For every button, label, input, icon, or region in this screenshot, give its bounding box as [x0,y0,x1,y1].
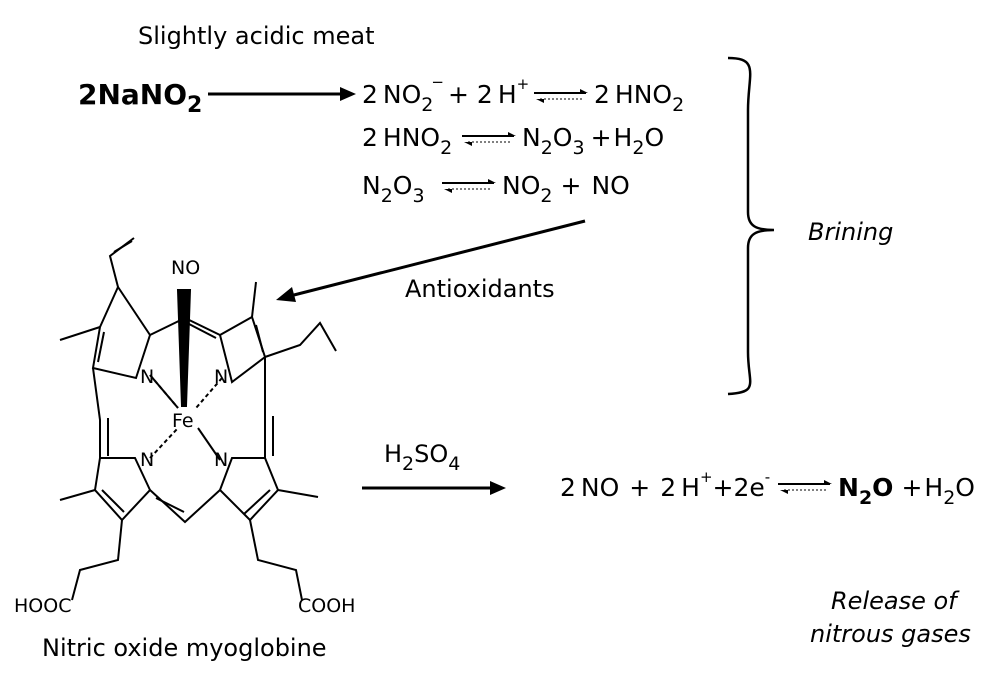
brining-label: Brining [808,218,893,246]
equation-3: N2O3 NO2+NO [362,171,630,207]
n-label-4: N [214,449,228,471]
svg-text:NO2+NO: NO2+NO [502,171,630,207]
condition-label: Slightly acidic meat [138,22,374,50]
acid-reaction-arrow [362,481,506,495]
main-reaction-arrow [208,87,356,101]
equilibrium-arrow-3 [442,179,496,193]
cooh-label: COOH [298,595,355,617]
hooc-label: HOOC [14,595,71,617]
acid-label: H2SO4 [384,440,460,475]
release-label-line2: nitrous gases [810,620,971,648]
svg-text:2NO+2H++2e-: 2NO+2H++2e- [560,468,770,502]
brining-brace [727,56,775,396]
molecule-name: Nitric oxide myoglobine [42,634,327,662]
equilibrium-arrow-2 [462,132,516,146]
n-label-2: N [214,366,228,388]
equilibrium-arrow-4 [778,480,832,494]
n-label-3: N [140,449,154,471]
svg-text:N2O+H2O: N2O+H2O [838,473,975,509]
nitric-oxide-myoglobin-structure [59,237,337,601]
no-ligand-label: NO [171,257,200,279]
svg-text:N2O3+H2O: N2O3+H2O [522,123,664,159]
fe-label: Fe [172,410,194,432]
antioxidants-label: Antioxidants [405,275,555,303]
svg-text:N2O3: N2O3 [362,171,425,207]
n-label-1: N [140,366,154,388]
antioxidants-arrow [276,219,586,302]
reactant-formula: 2NaNO2 [78,78,202,118]
release-label-line1: Release of [831,587,960,615]
equilibrium-arrow-1 [534,89,588,103]
